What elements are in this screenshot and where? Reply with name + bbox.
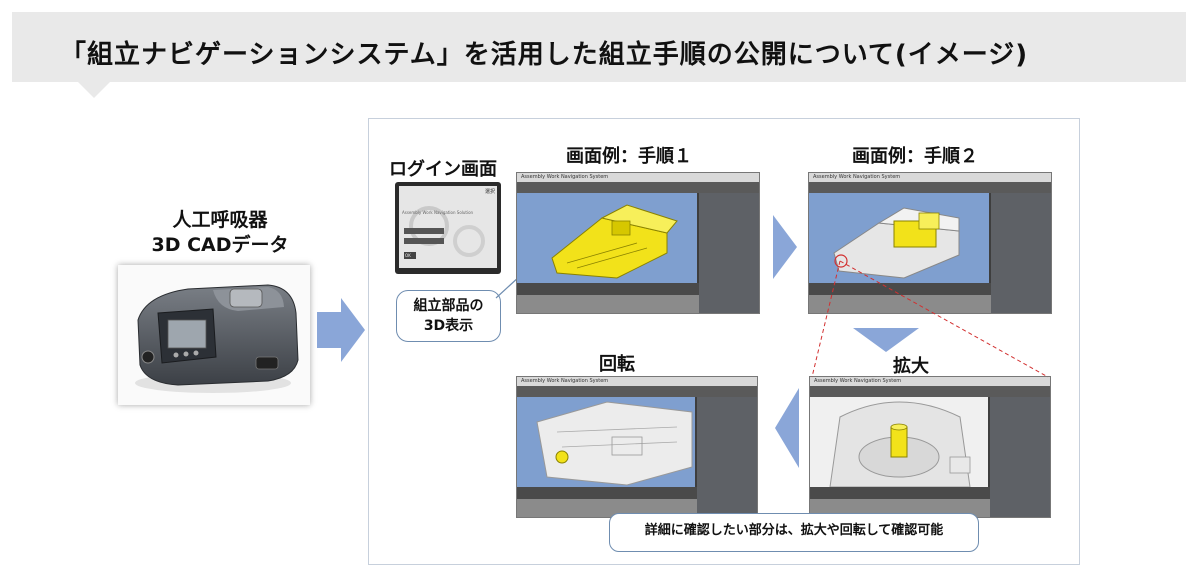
login-screen-thumbnail: 選択 Assembly Work Navigation Solution OK	[395, 182, 501, 274]
3d-viewport[interactable]	[517, 193, 697, 283]
ventilator-cad-image	[118, 265, 310, 405]
arrow-right-icon	[317, 298, 365, 362]
3d-viewport[interactable]	[809, 193, 989, 283]
arrow-left-icon	[775, 388, 799, 468]
arrow-down-icon	[853, 328, 919, 352]
window-bottom-toolbar	[809, 283, 991, 295]
window-footer	[517, 295, 699, 313]
window-bottom-toolbar	[810, 487, 990, 499]
login-screen-content: 選択 Assembly Work Navigation Solution OK	[399, 186, 497, 268]
window-title: Assembly Work Navigation System	[517, 173, 759, 182]
rotate-screen-window: Assembly Work Navigation System	[516, 376, 758, 518]
login-ok-button[interactable]: OK	[405, 253, 411, 258]
window-toolbar	[810, 386, 1050, 397]
zoom-screen-window: Assembly Work Navigation System	[809, 376, 1051, 518]
window-title: Assembly Work Navigation System	[517, 377, 757, 386]
3d-display-callout: 組立部品の 3D表示	[396, 290, 501, 342]
3d-viewport[interactable]	[517, 397, 695, 487]
side-panel	[990, 397, 1050, 517]
device-label-line2: 3D CADデータ	[151, 234, 289, 256]
step2-screen-window: Assembly Work Navigation System	[808, 172, 1052, 314]
callout-line1: 組立部品の	[413, 298, 484, 314]
side-panel	[697, 397, 757, 517]
window-title: Assembly Work Navigation System	[810, 377, 1050, 386]
callout-line2: 3D表示	[423, 318, 474, 334]
window-toolbar	[809, 182, 1051, 193]
page-title: 「組立ナビゲーションシステム」を活用した組立手順の公開について(イメージ)	[60, 40, 1029, 70]
step2-caption: 画面例：手順２	[852, 146, 978, 167]
header-pointer	[78, 82, 110, 98]
side-panel	[991, 193, 1051, 313]
window-footer	[517, 499, 697, 517]
detail-note: 詳細に確認したい部分は、拡大や回転して確認可能	[609, 513, 979, 552]
window-footer	[809, 295, 991, 313]
window-toolbar	[517, 182, 759, 193]
page-header: 「組立ナビゲーションシステム」を活用した組立手順の公開について(イメージ)	[12, 12, 1186, 82]
step1-screen-window: Assembly Work Navigation System	[516, 172, 760, 314]
window-bottom-toolbar	[517, 487, 697, 499]
rotate-caption: 回転	[599, 354, 635, 375]
window-bottom-toolbar	[517, 283, 699, 295]
window-toolbar	[517, 386, 757, 397]
device-label-line1: 人工呼吸器	[172, 209, 268, 231]
step1-caption: 画面例：手順１	[566, 146, 692, 167]
arrow-right-icon	[773, 215, 797, 279]
zoom-caption: 拡大	[893, 356, 929, 377]
login-title-text: Assembly Work Navigation Solution	[402, 210, 474, 215]
login-caption: ログイン画面	[389, 159, 497, 180]
side-panel	[699, 193, 759, 313]
window-footer	[810, 499, 990, 517]
window-title: Assembly Work Navigation System	[809, 173, 1051, 182]
login-corner-text: 選択	[484, 189, 495, 195]
zoom-link-lines	[811, 260, 1049, 378]
3d-viewport[interactable]	[810, 397, 988, 487]
device-label: 人工呼吸器 3D CADデータ	[125, 208, 315, 258]
